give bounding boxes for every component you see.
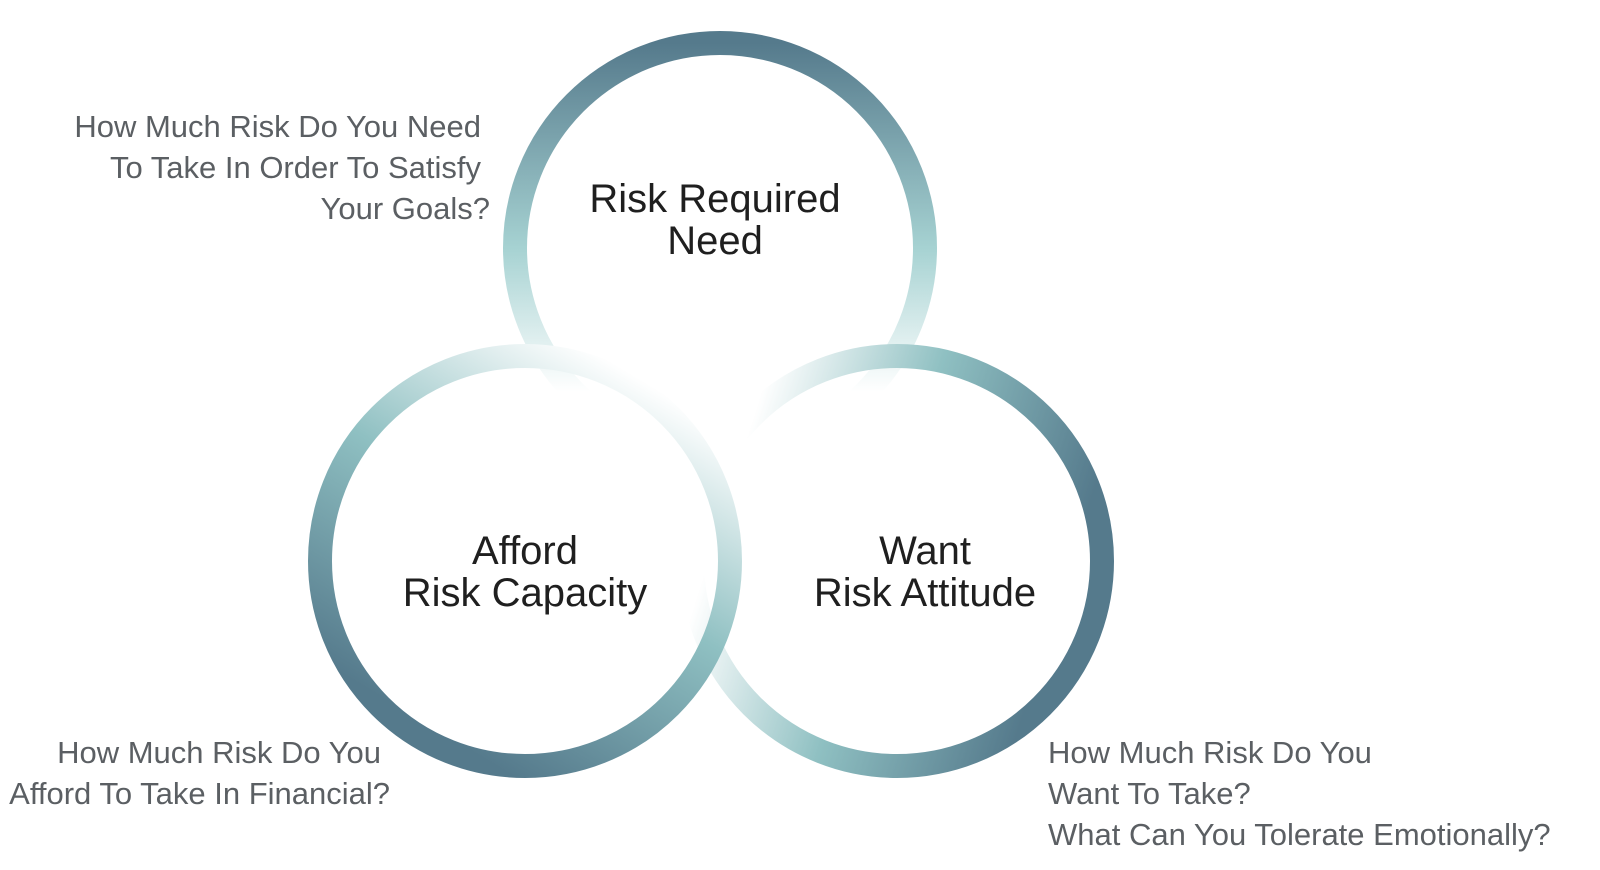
question-need: How Much Risk Do You Need To Take In Ord… bbox=[74, 106, 490, 229]
ring-want bbox=[680, 344, 1114, 778]
question-line: Afford To Take In Financial? bbox=[9, 776, 390, 811]
question-line: How Much Risk Do You bbox=[1048, 735, 1372, 770]
ring-afford bbox=[308, 344, 742, 778]
question-line: How Much Risk Do You bbox=[57, 735, 381, 770]
question-line: How Much Risk Do You Need bbox=[74, 109, 481, 144]
question-line: Want To Take? bbox=[1048, 776, 1251, 811]
circle-title-afford: Afford Risk Capacity bbox=[375, 530, 675, 614]
afford-title: Afford bbox=[472, 529, 578, 573]
need-title: Risk Required bbox=[589, 177, 841, 221]
want-subtitle: Risk Attitude bbox=[813, 571, 1037, 615]
afford-subtitle: Risk Capacity bbox=[402, 571, 648, 615]
circle-title-want: Want Risk Attitude bbox=[775, 530, 1075, 614]
question-line: Your Goals? bbox=[320, 191, 490, 226]
circle-title-need: Risk Required Need bbox=[570, 178, 860, 262]
want-title: Want bbox=[879, 529, 971, 573]
question-afford: How Much Risk Do You Afford To Take In F… bbox=[9, 732, 390, 814]
question-line: To Take In Order To Satisfy bbox=[109, 150, 481, 185]
question-want: How Much Risk Do You Want To Take? What … bbox=[1048, 732, 1551, 855]
need-subtitle: Need bbox=[667, 219, 763, 263]
question-line: What Can You Tolerate Emotionally? bbox=[1048, 817, 1551, 852]
